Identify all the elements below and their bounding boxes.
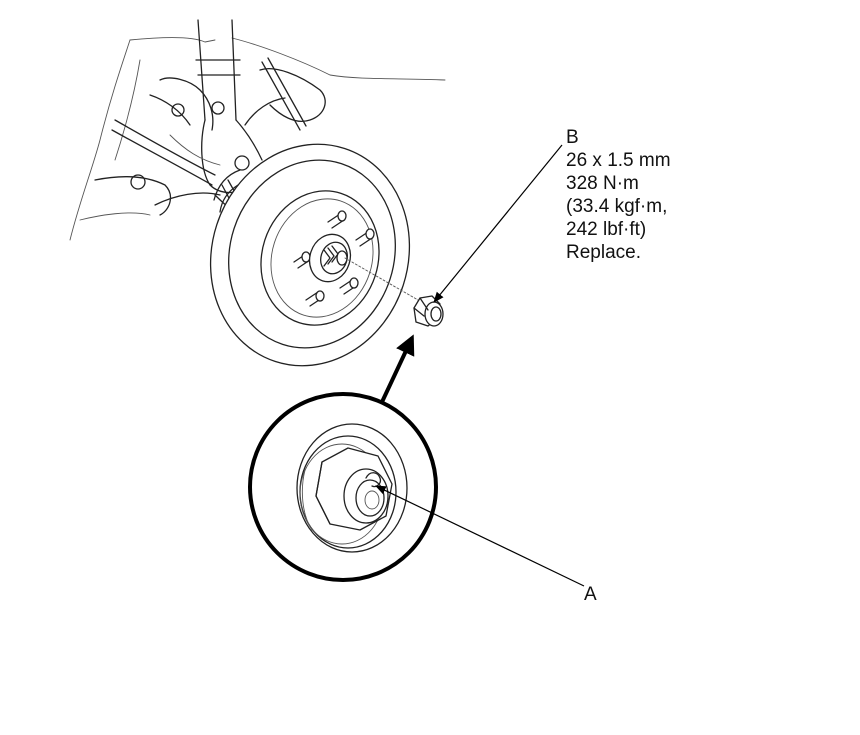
callout-b: B 26 x 1.5 mm 328 N·m (33.4 kgf·m, 242 l… bbox=[566, 126, 671, 264]
callout-a-letter: A bbox=[584, 584, 597, 605]
wheel-stud bbox=[355, 228, 375, 247]
spindle-nut-b bbox=[413, 295, 444, 327]
leader-line-b bbox=[433, 144, 563, 303]
callout-b-size: 26 x 1.5 mm bbox=[566, 150, 671, 171]
wheel-stud bbox=[305, 290, 325, 307]
wheel-stud bbox=[293, 251, 311, 269]
wheel-stud bbox=[339, 277, 359, 295]
suspension-assembly bbox=[69, 19, 446, 246]
detail-view bbox=[248, 392, 438, 582]
wheel-stud bbox=[327, 210, 347, 229]
detail-arrow bbox=[380, 334, 415, 403]
callout-b-torque-lbfft: 242 lbf·ft) bbox=[566, 219, 647, 240]
callout-b-note: Replace. bbox=[566, 242, 641, 263]
hub-spindle bbox=[308, 233, 419, 301]
callout-b-letter: B bbox=[566, 127, 579, 148]
callout-b-torque-kgfm: (33.4 kgf·m, bbox=[566, 196, 668, 217]
wheel-studs bbox=[293, 210, 375, 307]
leader-line-a bbox=[375, 485, 585, 587]
callout-b-torque-nm: 328 N·m bbox=[566, 173, 639, 194]
callout-a: A bbox=[584, 583, 597, 606]
